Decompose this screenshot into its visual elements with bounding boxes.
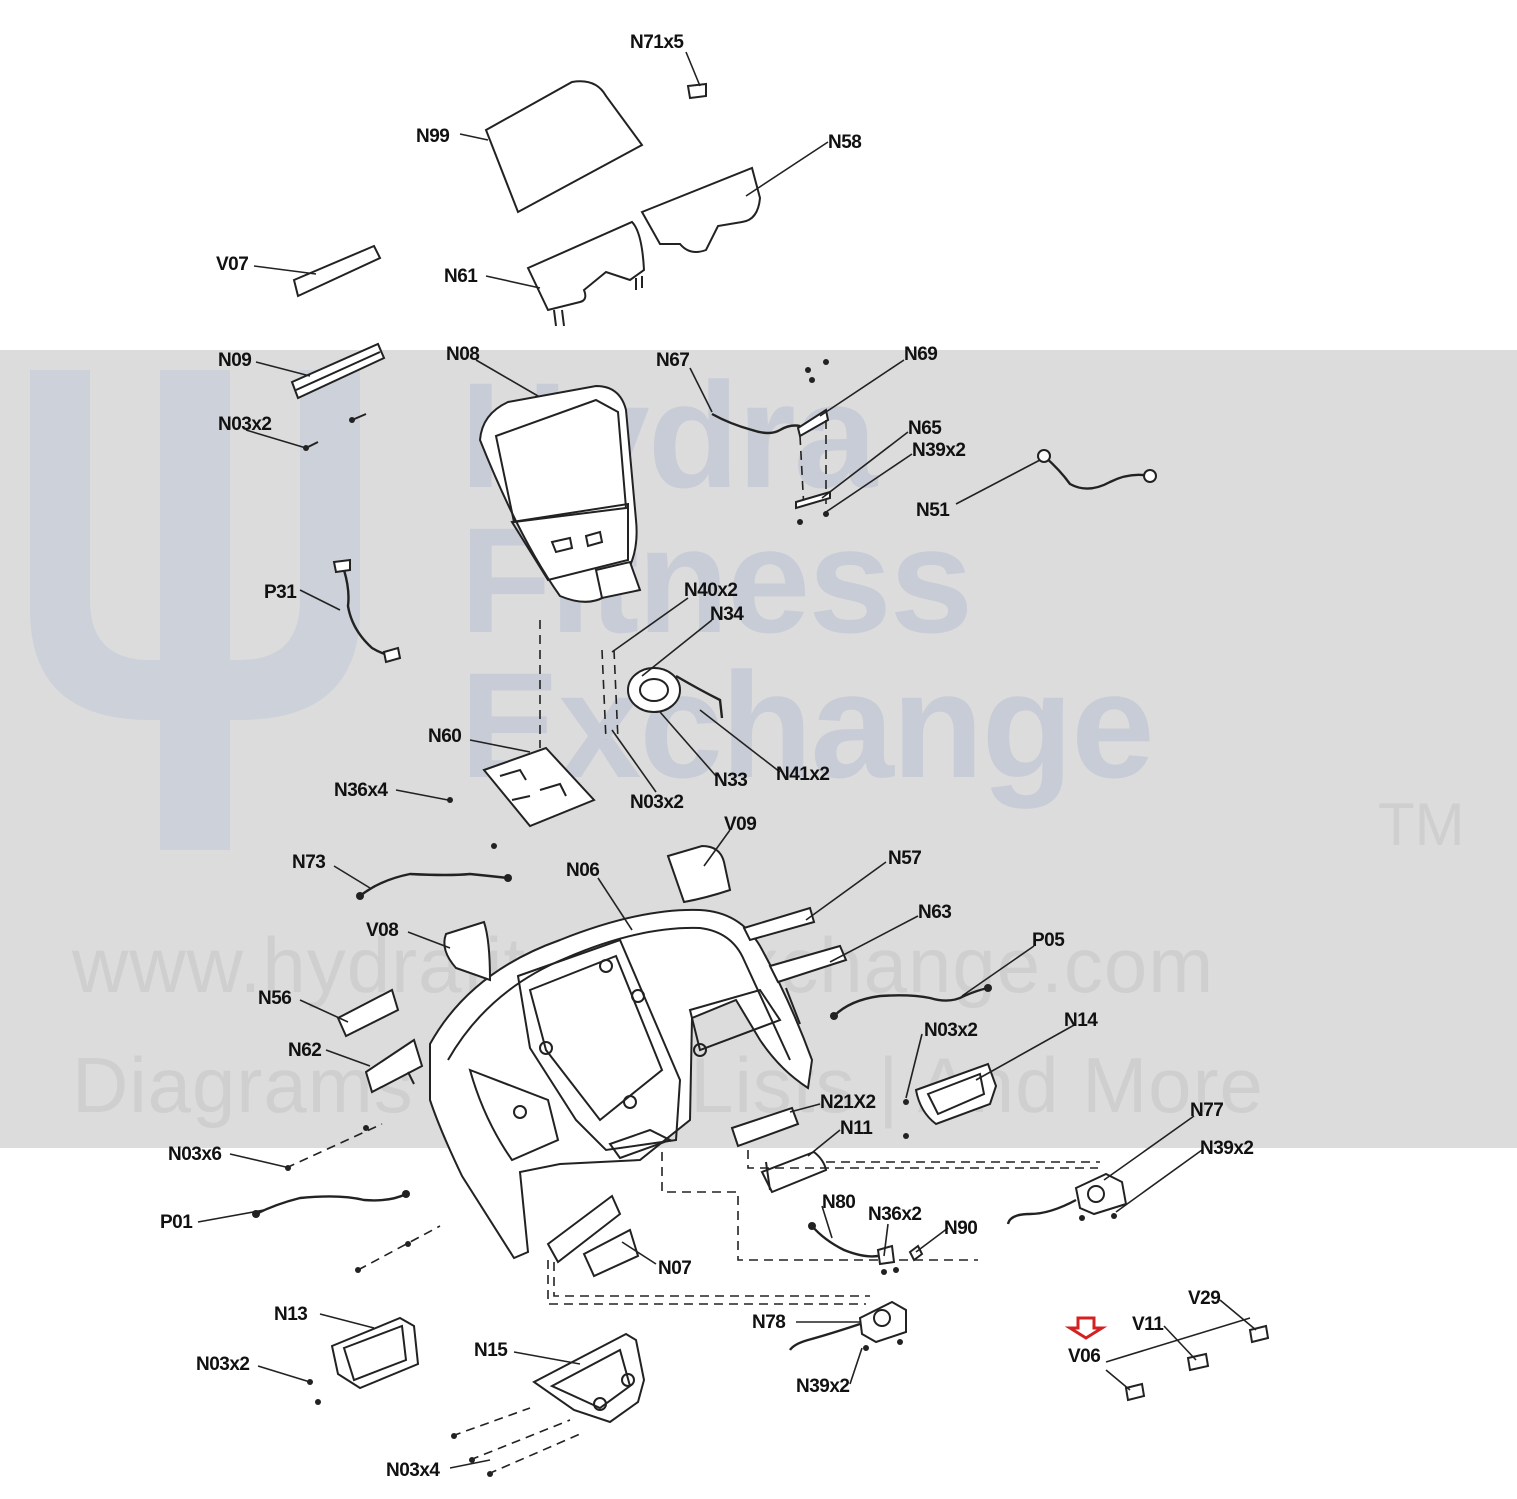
- part-n77-speaker: [1006, 1172, 1128, 1225]
- watermark-word-3: Exchange: [460, 641, 1155, 809]
- part-n62-strip: [364, 1038, 424, 1094]
- label-n03x4: N03x4: [386, 1460, 440, 1481]
- screws-n03x6: [285, 1123, 383, 1171]
- part-v07-strip: [292, 244, 382, 298]
- label-n41x2: N41x2: [776, 764, 830, 785]
- label-n03x2-d: N03x2: [196, 1354, 250, 1375]
- part-v09-overlay: [666, 844, 732, 904]
- part-n15-housing: [451, 1332, 646, 1477]
- cable-p31: [332, 558, 402, 664]
- part-n99-display-lens: [484, 80, 644, 214]
- part-n56-strip: [336, 988, 400, 1038]
- label-n71x5: N71x5: [630, 32, 684, 53]
- cable-n51: [1037, 449, 1157, 490]
- label-v08: V08: [366, 920, 398, 941]
- part-n58-overlay: [640, 166, 762, 253]
- label-n39x2-b: N39x2: [1200, 1138, 1254, 1159]
- label-n78: N78: [752, 1312, 785, 1333]
- label-n11: N11: [840, 1118, 873, 1139]
- cable-p05: [830, 984, 992, 1020]
- label-p01: P01: [160, 1212, 193, 1233]
- label-n07: N07: [658, 1258, 691, 1279]
- label-n13: N13: [274, 1304, 307, 1325]
- part-labels: N71x5 N99 N58 V07 N61 N09 N08 N67 N69 N0…: [160, 32, 1254, 1481]
- part-v08-overlay: [443, 920, 492, 982]
- label-n61: N61: [444, 266, 478, 287]
- part-v11-decal: [1186, 1352, 1210, 1372]
- hydra-fitness-logo: [30, 370, 360, 850]
- cable-n67: [711, 412, 801, 435]
- label-n03x6: N03x6: [168, 1144, 222, 1165]
- part-v06-decal: [1124, 1382, 1146, 1402]
- label-n15: N15: [474, 1340, 508, 1361]
- label-p31: P31: [264, 582, 297, 603]
- label-n99: N99: [416, 126, 449, 147]
- label-n58: N58: [828, 132, 861, 153]
- label-n90: N90: [944, 1218, 977, 1239]
- part-n69-board: [795, 359, 831, 525]
- label-n03x2-b: N03x2: [630, 792, 684, 813]
- label-n77: N77: [1190, 1100, 1223, 1121]
- part-n11-grip: [760, 1150, 828, 1194]
- label-n65: N65: [908, 418, 942, 439]
- cable-p01: [252, 1190, 441, 1273]
- part-n08-console-housing: [478, 384, 642, 603]
- label-n34: N34: [710, 604, 744, 625]
- label-n03x2-c: N03x2: [924, 1020, 978, 1041]
- label-p05: P05: [1032, 930, 1065, 951]
- part-n06-console-frame: [429, 908, 814, 1260]
- label-n39x2-c: N39x2: [796, 1376, 850, 1397]
- part-n60-board: [447, 620, 596, 849]
- label-n62: N62: [288, 1040, 321, 1061]
- label-n03x2-a: N03x2: [218, 414, 272, 435]
- watermark-trademark: TM: [1378, 791, 1465, 858]
- label-v11: V11: [1132, 1314, 1164, 1335]
- part-v29-decal: [1248, 1324, 1270, 1344]
- label-n33: N33: [714, 770, 747, 791]
- label-n06: N06: [566, 860, 599, 881]
- part-n34-speaker: [601, 649, 724, 741]
- part-n07-grip: [546, 1194, 640, 1278]
- label-n36x4: N36x4: [334, 780, 388, 801]
- label-n57: N57: [888, 848, 921, 869]
- part-n09-strip: [290, 342, 386, 400]
- label-n80: N80: [822, 1192, 855, 1213]
- part-n21-pad: [730, 1106, 800, 1148]
- label-n73: N73: [292, 852, 325, 873]
- label-n36x2: N36x2: [868, 1204, 922, 1225]
- leader-lines: [197, 51, 1257, 1469]
- label-n40x2: N40x2: [684, 580, 738, 601]
- cable-n73: [356, 872, 512, 900]
- part-n13-bracket: [307, 1316, 420, 1405]
- part-n61-overlay: [526, 220, 646, 327]
- part-n78-speaker: [789, 1300, 907, 1351]
- label-n60: N60: [428, 726, 461, 747]
- label-v06: V06: [1068, 1346, 1100, 1367]
- label-n51: N51: [916, 500, 950, 521]
- part-n80-cable: [808, 1222, 924, 1275]
- part-n63-strip: [768, 944, 848, 1025]
- label-n56: N56: [258, 988, 291, 1009]
- label-v07: V07: [216, 254, 248, 275]
- down-arrow-icon: [1064, 1316, 1108, 1340]
- label-v09: V09: [724, 814, 756, 835]
- label-n09: N09: [218, 350, 251, 371]
- label-n08: N08: [446, 344, 479, 365]
- label-n21x2: N21X2: [820, 1092, 876, 1113]
- label-v29: V29: [1188, 1288, 1220, 1309]
- label-n69: N69: [904, 344, 937, 365]
- screws-n03: [303, 413, 367, 451]
- label-n39x2-a: N39x2: [912, 440, 966, 461]
- label-n14: N14: [1064, 1010, 1098, 1031]
- part-n14-cover: [903, 1062, 998, 1139]
- label-n67: N67: [656, 350, 689, 371]
- part-n71: [686, 82, 707, 100]
- part-n57-strip: [742, 906, 816, 942]
- label-n63: N63: [918, 902, 951, 923]
